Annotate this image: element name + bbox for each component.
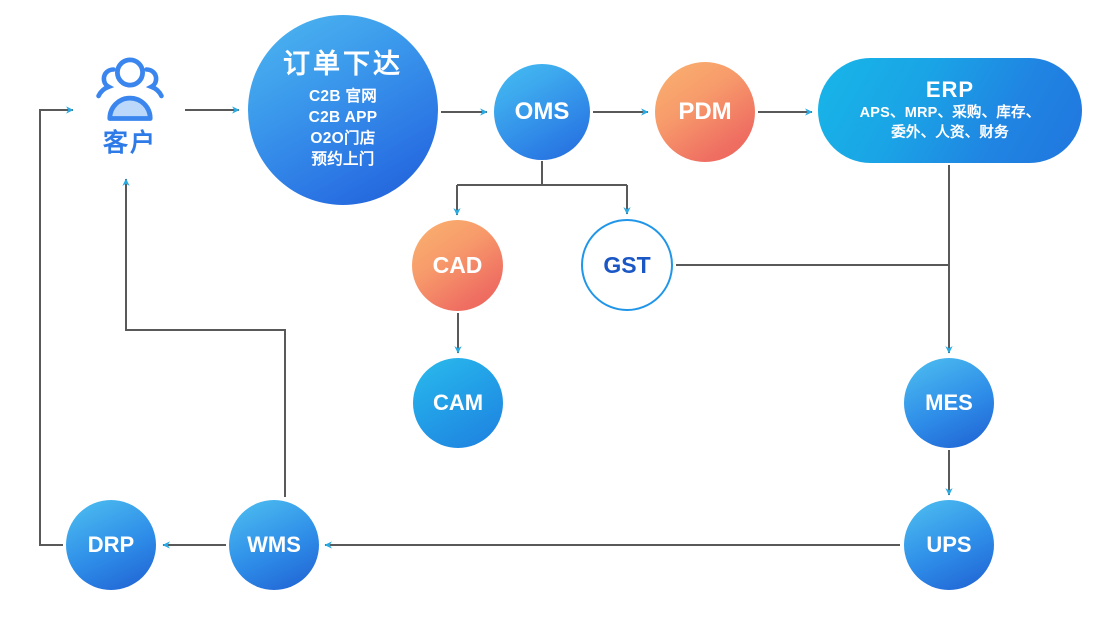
- node-order-title: 订单下达: [283, 48, 403, 79]
- node-oms[interactable]: OMS: [494, 64, 590, 160]
- node-erp[interactable]: ERP APS、MRP、采购、库存、 委外、人资、财务: [818, 58, 1082, 163]
- edge-wms-customer: [122, 178, 286, 497]
- erp-module-line: 委外、人资、财务: [891, 124, 1009, 141]
- node-order-items: C2B 官网 C2B APP O2O门店 预约上门: [309, 86, 378, 170]
- order-item: C2B 官网: [308, 88, 378, 106]
- node-gst-label: GST: [603, 251, 651, 278]
- node-ups-label: UPS: [926, 532, 972, 557]
- node-ups[interactable]: UPS: [904, 500, 994, 590]
- node-cam[interactable]: CAM: [413, 358, 503, 448]
- edge-drp-customer: [39, 106, 74, 546]
- node-erp-title: ERP: [925, 77, 975, 103]
- node-customer[interactable]: 客户: [80, 52, 180, 162]
- node-pdm[interactable]: PDM: [655, 62, 755, 162]
- node-pdm-label: PDM: [678, 98, 732, 125]
- node-gst[interactable]: GST: [581, 219, 673, 311]
- node-drp[interactable]: DRP: [66, 500, 156, 590]
- node-mes[interactable]: MES: [904, 358, 994, 448]
- node-oms-label: OMS: [514, 98, 570, 125]
- node-wms[interactable]: WMS: [229, 500, 319, 590]
- node-drp-label: DRP: [87, 532, 135, 557]
- order-item: 预约上门: [311, 151, 375, 169]
- node-customer-label: 客户: [102, 128, 157, 157]
- node-cad-label: CAD: [432, 252, 483, 278]
- order-item: C2B APP: [308, 109, 378, 127]
- node-cad[interactable]: CAD: [412, 220, 503, 311]
- node-mes-label: MES: [925, 390, 973, 415]
- people-group-icon: [89, 56, 171, 122]
- node-cam-label: CAM: [432, 390, 484, 415]
- erp-module-line: APS、MRP、采购、库存、: [859, 105, 1041, 122]
- node-order-placement[interactable]: 订单下达 C2B 官网 C2B APP O2O门店 预约上门: [248, 15, 438, 205]
- node-wms-label: WMS: [247, 532, 301, 557]
- node-erp-modules: APS、MRP、采购、库存、 委外、人资、财务: [860, 104, 1041, 142]
- order-item: O2O门店: [310, 130, 376, 148]
